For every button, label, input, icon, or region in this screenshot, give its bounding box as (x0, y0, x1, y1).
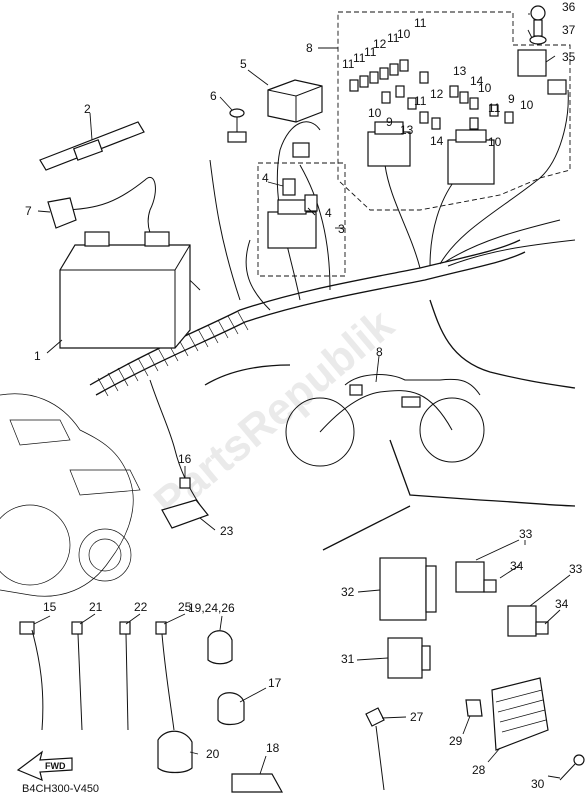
callout-10e: 10 (488, 135, 502, 149)
bolt-part-36 (530, 5, 546, 37)
callout-11a: 11 (342, 57, 355, 71)
callout-8a: 8 (306, 41, 313, 55)
callout-4a: 4 (262, 171, 269, 185)
callout-20: 20 (206, 747, 220, 761)
callout-16: 16 (178, 452, 192, 466)
fuse-part-4a (282, 178, 296, 196)
cable-tie-21 (71, 621, 83, 731)
callout-6: 6 (210, 89, 217, 103)
fuse-part-4b (304, 194, 318, 212)
callout-37: 37 (562, 23, 576, 37)
boot-part-23 (161, 499, 209, 529)
callout-13a: 13 (453, 64, 467, 78)
cable-tie-22 (119, 621, 131, 731)
callout-11c: 11 (364, 45, 377, 59)
cable-tie-25 (155, 621, 175, 731)
lower-bracket-line (322, 505, 411, 551)
clamp-19-24-26 (207, 630, 233, 665)
callout-5: 5 (240, 57, 247, 71)
relay-part-33a (455, 561, 497, 593)
callout-36: 36 (562, 0, 576, 14)
callout-labels: 1 2 3 4 4 5 6 7 8 8 9 9 10 10 10 10 10 1… (25, 0, 583, 791)
sensor-part-35 (517, 49, 567, 95)
bolt-part-6 (227, 108, 247, 143)
connector (292, 142, 310, 158)
callout-1: 1 (34, 349, 41, 363)
relay-part-5 (267, 79, 323, 123)
callout-2: 2 (84, 102, 91, 116)
callout-25: 25 (178, 600, 192, 614)
callout-11f: 11 (414, 94, 427, 108)
fuse-box-left (367, 121, 411, 167)
cable-tie-15 (19, 621, 44, 731)
callout-21: 21 (89, 600, 103, 614)
washer-part-37 (529, 35, 547, 45)
battery-strap (39, 121, 145, 171)
callout-27: 27 (410, 710, 424, 724)
callout-28: 28 (472, 763, 486, 777)
relay-part-31 (387, 637, 431, 679)
starter-relay (267, 199, 317, 249)
callout-10c: 10 (478, 81, 492, 95)
callout-29: 29 (449, 734, 463, 748)
relay-part-33b (507, 605, 549, 637)
fwd-arrow: FWD (16, 750, 73, 782)
cable-tie-27 (365, 707, 385, 791)
callout-18: 18 (266, 741, 280, 755)
clamp-20 (157, 730, 193, 774)
bolt-part-30 (559, 754, 585, 781)
callout-11e: 11 (414, 16, 427, 30)
engine-outline (0, 393, 141, 597)
callout-34b: 34 (555, 597, 569, 611)
rectifier-part-28 (491, 677, 549, 751)
callout-10a: 10 (397, 27, 411, 41)
clamp-18 (231, 773, 284, 793)
callout-35: 35 (562, 50, 576, 64)
callout-12a: 12 (373, 37, 387, 51)
callout-23: 23 (220, 524, 234, 538)
callout-31: 31 (341, 652, 355, 666)
fuse-group-outline (337, 11, 571, 211)
callout-33b: 33 (569, 562, 583, 576)
callout-15: 15 (43, 600, 57, 614)
terminal-cover (47, 197, 77, 229)
callout-19-24-26: 19,24,26 (188, 601, 235, 615)
callout-8b: 8 (376, 345, 383, 359)
callout-11d: 11 (387, 31, 400, 45)
diagram-code: B4CH300-V450 (22, 783, 99, 795)
callout-9b: 9 (508, 92, 515, 106)
callout-3: 3 (338, 222, 345, 236)
callout-22: 22 (134, 600, 148, 614)
callout-33a: 33 (519, 527, 533, 541)
callout-leaders (33, 13, 571, 779)
battery (59, 231, 191, 349)
callout-12b: 12 (430, 87, 444, 101)
callout-17: 17 (268, 676, 282, 690)
inset-pointer-line (389, 439, 576, 507)
fwd-label: FWD (45, 761, 66, 771)
motorcycle-inset (204, 299, 576, 467)
fuse-box-right (447, 129, 495, 185)
callout-10b: 10 (368, 106, 382, 120)
callout-32: 32 (341, 585, 355, 599)
callout-4b: 4 (325, 206, 332, 220)
clamp-17 (217, 692, 245, 726)
callout-14a: 14 (470, 74, 484, 88)
callout-14b: 14 (430, 134, 444, 148)
bolt-part-16 (179, 477, 191, 489)
callout-10d: 10 (520, 98, 534, 112)
relay-group-outline (257, 162, 346, 277)
callout-13b: 13 (400, 123, 414, 137)
callout-11g: 11 (488, 101, 501, 115)
callout-9a: 9 (386, 115, 393, 129)
ecu-part-32 (379, 557, 437, 621)
callout-7: 7 (25, 204, 32, 218)
small-fuses (349, 59, 514, 130)
callout-11b: 11 (353, 51, 366, 65)
callout-30: 30 (531, 777, 545, 791)
callout-34a: 34 (510, 559, 524, 573)
bracket-part-29 (465, 699, 483, 717)
